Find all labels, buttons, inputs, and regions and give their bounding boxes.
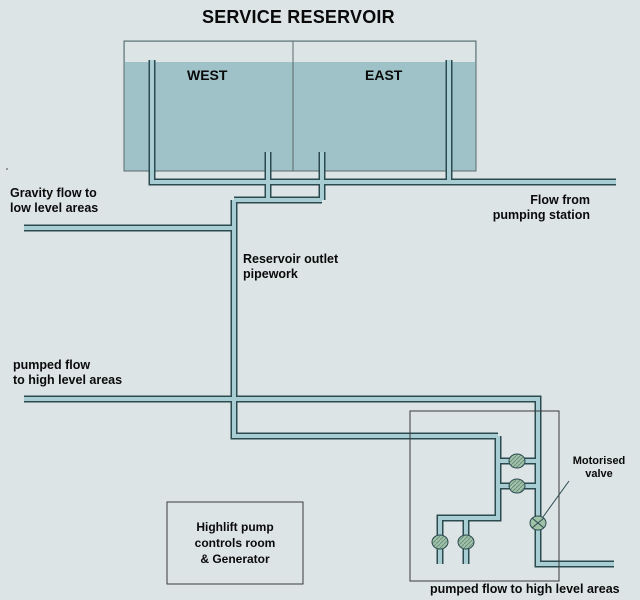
tank-label-east: EAST <box>365 67 403 83</box>
motorised-valve-icon <box>529 515 547 531</box>
pumped-flow-upper-label: pumped flow to high level areas <box>13 358 122 388</box>
gravity-flow-line-1: Gravity flow to <box>10 186 97 200</box>
outlet-line-1: Reservoir outlet <box>243 252 339 266</box>
room-line-1: Highlift pump <box>196 520 274 534</box>
pump-icon <box>508 478 526 494</box>
controls-room-box <box>166 501 304 585</box>
motorised-valve-leader <box>542 480 570 518</box>
flow-from-line-1: Flow from <box>530 193 590 207</box>
pump-icon <box>457 534 475 550</box>
room-line-2: controls room <box>194 536 276 550</box>
gravity-flow-line-2: low level areas <box>10 201 99 215</box>
outlet-pipework-label: Reservoir outlet pipework <box>243 252 338 282</box>
reservoir-tank <box>123 40 477 172</box>
flow-from-label: Flow from pumping station <box>470 193 590 223</box>
pumped-upper-line-2: to high level areas <box>13 373 123 387</box>
pumped-flow-bottom-label: pumped flow to high level areas <box>430 582 620 596</box>
pumped-upper-line-1: pumped flow <box>13 358 91 372</box>
motorised-valve-label: Motorised valve <box>567 455 631 481</box>
flow-from-line-2: pumping station <box>492 208 590 222</box>
outlet-line-2: pipework <box>243 267 298 281</box>
stray-dot <box>6 168 8 170</box>
pump-icon <box>431 534 449 550</box>
motorised-line-1: Motorised <box>572 455 626 467</box>
pump-icon <box>508 453 526 469</box>
tank-label-west: WEST <box>187 67 228 83</box>
gravity-flow-label: Gravity flow to low level areas <box>10 186 98 216</box>
pump-house-enclosure <box>409 410 560 582</box>
controls-room-label: Highlift pump controls room & Generator <box>167 519 303 567</box>
pumped-upper-pipe <box>24 395 614 568</box>
motorised-line-2: valve <box>585 468 613 480</box>
room-line-3: & Generator <box>200 552 270 566</box>
diagram-title: SERVICE RESERVOIR <box>202 7 395 27</box>
pipework <box>24 60 616 568</box>
